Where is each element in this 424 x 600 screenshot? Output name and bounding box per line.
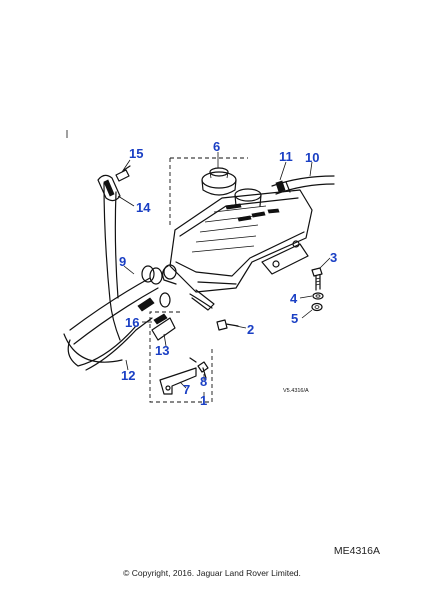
coolant-hose	[67, 182, 159, 367]
callout-1: 1	[200, 393, 207, 408]
callout-13: 13	[155, 343, 169, 358]
lower-hose	[63, 317, 153, 371]
callout-14: 14	[136, 200, 151, 215]
spring-washer	[312, 292, 324, 300]
reference-code: ME4316A	[333, 545, 380, 557]
mounting-bracket	[159, 367, 197, 395]
callout-7: 7	[183, 382, 190, 397]
callout-15: 15	[129, 146, 143, 161]
tank-outlet	[162, 264, 215, 311]
clip-bolt	[115, 165, 131, 182]
drawing-code: V5.4316/A	[283, 388, 309, 394]
callout-9: 9	[119, 254, 126, 269]
plain-washer	[311, 302, 323, 312]
callout-6: 6	[213, 139, 220, 154]
callout-3: 3	[330, 250, 337, 265]
assembly-boundary	[149, 157, 248, 403]
hose-clip	[97, 174, 121, 202]
mounting-bolt	[311, 267, 323, 291]
copyright-notice: © Copyright, 2016. Jaguar Land Rover Lim…	[123, 568, 301, 578]
callout-10: 10	[305, 150, 319, 165]
callout-11: 11	[279, 149, 293, 164]
callout-8: 8	[200, 374, 207, 389]
callout-5: 5	[291, 311, 298, 326]
callout-12: 12	[121, 368, 135, 383]
bracket-bolt	[189, 357, 209, 379]
overflow-hose	[271, 175, 335, 195]
leader-lines	[117, 152, 331, 398]
hose-clips-lower	[137, 265, 176, 341]
callout-4: 4	[290, 291, 298, 306]
filler-cap	[201, 167, 237, 196]
screw	[216, 319, 239, 331]
expansion-tank	[169, 188, 313, 293]
callout-2: 2	[247, 322, 254, 337]
callout-16: 16	[125, 315, 139, 330]
